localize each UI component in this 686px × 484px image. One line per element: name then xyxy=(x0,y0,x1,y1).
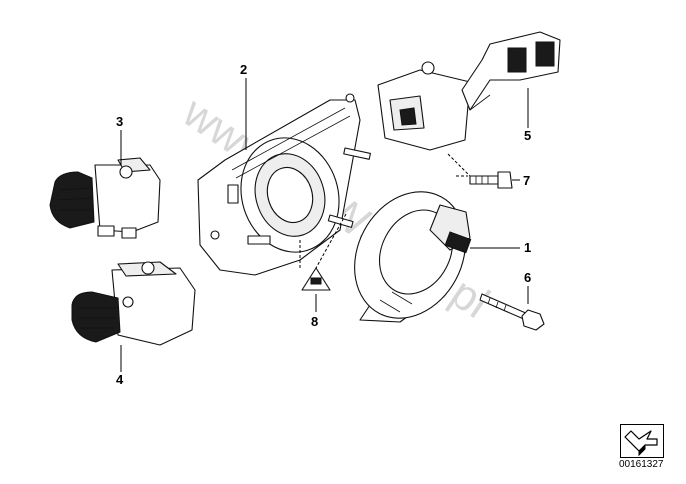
reference-code: 00161327 xyxy=(619,459,664,470)
callout-1: 1 xyxy=(524,240,531,255)
callout-4: 4 xyxy=(116,372,124,387)
part-1-slip-ring xyxy=(354,191,472,323)
callout-3: 3 xyxy=(116,114,123,129)
part-6-bolt xyxy=(479,293,545,331)
leader-8-dashed xyxy=(299,213,347,269)
callout-2: 2 xyxy=(240,62,247,77)
part-8-warning-label xyxy=(301,267,331,291)
part-3-steering-lock xyxy=(49,157,161,239)
part-5-multifunction-switch xyxy=(377,31,561,151)
callout-5: 5 xyxy=(524,128,531,143)
callout-7: 7 xyxy=(523,173,530,188)
part-4-ignition-switch xyxy=(71,261,196,346)
part-2-switch-carrier xyxy=(197,93,371,276)
leader-7-dashed xyxy=(447,153,471,177)
part-7-screw xyxy=(469,171,513,189)
callout-8: 8 xyxy=(311,314,318,329)
direction-arrow-icon xyxy=(620,424,664,458)
callout-6: 6 xyxy=(524,270,531,285)
